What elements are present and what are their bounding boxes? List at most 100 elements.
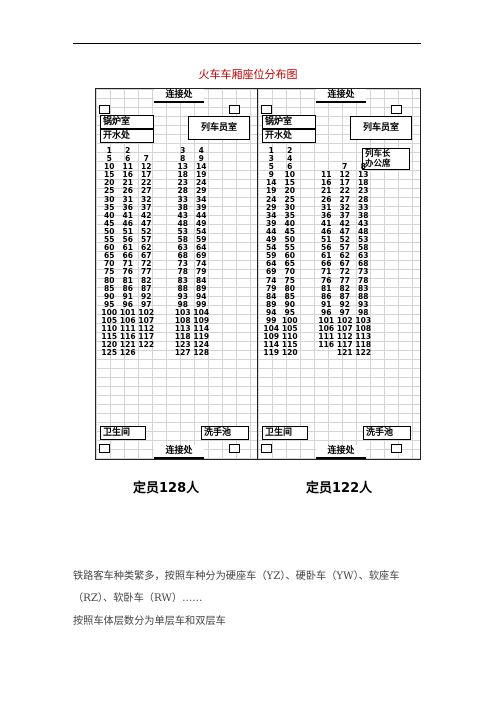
aisle: [299, 244, 317, 252]
seat-number: 41: [122, 210, 133, 220]
seat-number: 85: [104, 283, 115, 293]
seat-number: 2: [287, 146, 293, 155]
seat-number: 91: [321, 299, 332, 309]
seat-number: 101: [318, 315, 335, 325]
seat-number: 23: [358, 186, 369, 196]
aisle: [156, 252, 174, 260]
seat-number: 95: [284, 307, 295, 317]
seat-number: 83: [358, 283, 369, 293]
seat-number: 51: [122, 226, 133, 236]
seat-number: 97: [339, 307, 350, 317]
staff-room: 列车员室: [350, 116, 412, 140]
seat-number: 64: [196, 243, 207, 253]
seat-number: 42: [141, 210, 152, 220]
seat-number: 20: [104, 178, 115, 188]
seat-number: 15: [104, 170, 115, 180]
seat-number: 120: [101, 340, 118, 350]
seat-number: 90: [104, 291, 115, 301]
seat-number: 116: [318, 340, 335, 350]
seat-number: 12: [339, 170, 350, 180]
seat-number: 77: [339, 275, 350, 285]
seat-number: 103: [355, 315, 372, 325]
seat-number: 4: [198, 146, 204, 155]
seat-number: 38: [358, 210, 369, 220]
seat-number: 53: [177, 226, 188, 236]
seat-number: 79: [196, 267, 207, 277]
seat-number: 34: [196, 194, 207, 204]
seat-number: 62: [141, 243, 152, 253]
seat-number: 58: [177, 235, 188, 245]
seat-number: 82: [141, 275, 152, 285]
seat-number: 89: [266, 299, 277, 309]
seat-number: 110: [101, 324, 118, 334]
seat-number: 18: [177, 170, 188, 180]
door-icon: [229, 105, 240, 114]
aisle: [156, 285, 174, 293]
seat-number: 93: [177, 291, 188, 301]
water-room: 开水处: [262, 129, 316, 143]
seat-number: 78: [358, 275, 369, 285]
seat-number: 13: [177, 162, 188, 172]
seat-number: 44: [196, 210, 207, 220]
seat-number: 97: [141, 299, 152, 309]
seat-number: 108: [174, 315, 191, 325]
aisle: [156, 171, 174, 179]
seat-number: 30: [284, 202, 295, 212]
aisle: [299, 293, 317, 301]
seat-number: 63: [177, 243, 188, 253]
chief-label: 列车长: [365, 149, 391, 159]
aisle: [299, 285, 317, 293]
seat-number: 31: [321, 202, 332, 212]
seat-number: 119: [263, 348, 280, 358]
door-icon: [99, 444, 110, 453]
seat-number: 58: [358, 243, 369, 253]
seat-number: 102: [138, 307, 155, 317]
aisle: [299, 236, 317, 244]
aisle: [156, 341, 174, 349]
seat-number: 61: [122, 243, 133, 253]
seat-number: 90: [284, 299, 295, 309]
seat-number: 87: [141, 283, 152, 293]
seat-number: 54: [266, 243, 277, 253]
aisle: [299, 212, 317, 220]
seat-number: 6: [125, 154, 131, 164]
seat-number: 8: [360, 162, 366, 172]
seat-number: 46: [321, 226, 332, 236]
aisle: [156, 204, 174, 212]
aisle: [299, 187, 317, 195]
aisle: [156, 260, 174, 268]
seat-number: 80: [104, 275, 115, 285]
seat-number: 38: [177, 202, 188, 212]
seat-number: 86: [122, 283, 133, 293]
seat-number: 48: [177, 218, 188, 228]
seat-number: 14: [266, 178, 277, 188]
seat-number: 127: [174, 348, 191, 358]
seat-number: 23: [177, 178, 188, 188]
aisle: [156, 317, 174, 325]
seat-number: 72: [339, 267, 350, 277]
seat-number: 117: [138, 332, 155, 342]
seat-number: 117: [336, 340, 353, 350]
seat-number: 91: [122, 291, 133, 301]
seat-number: 54: [196, 226, 207, 236]
seat-number: [317, 147, 336, 155]
seat-number: 118: [174, 332, 191, 342]
aisle: [299, 252, 317, 260]
seat-number: 65: [284, 259, 295, 269]
seat-number: 105: [281, 324, 298, 334]
aisle: [156, 277, 174, 285]
